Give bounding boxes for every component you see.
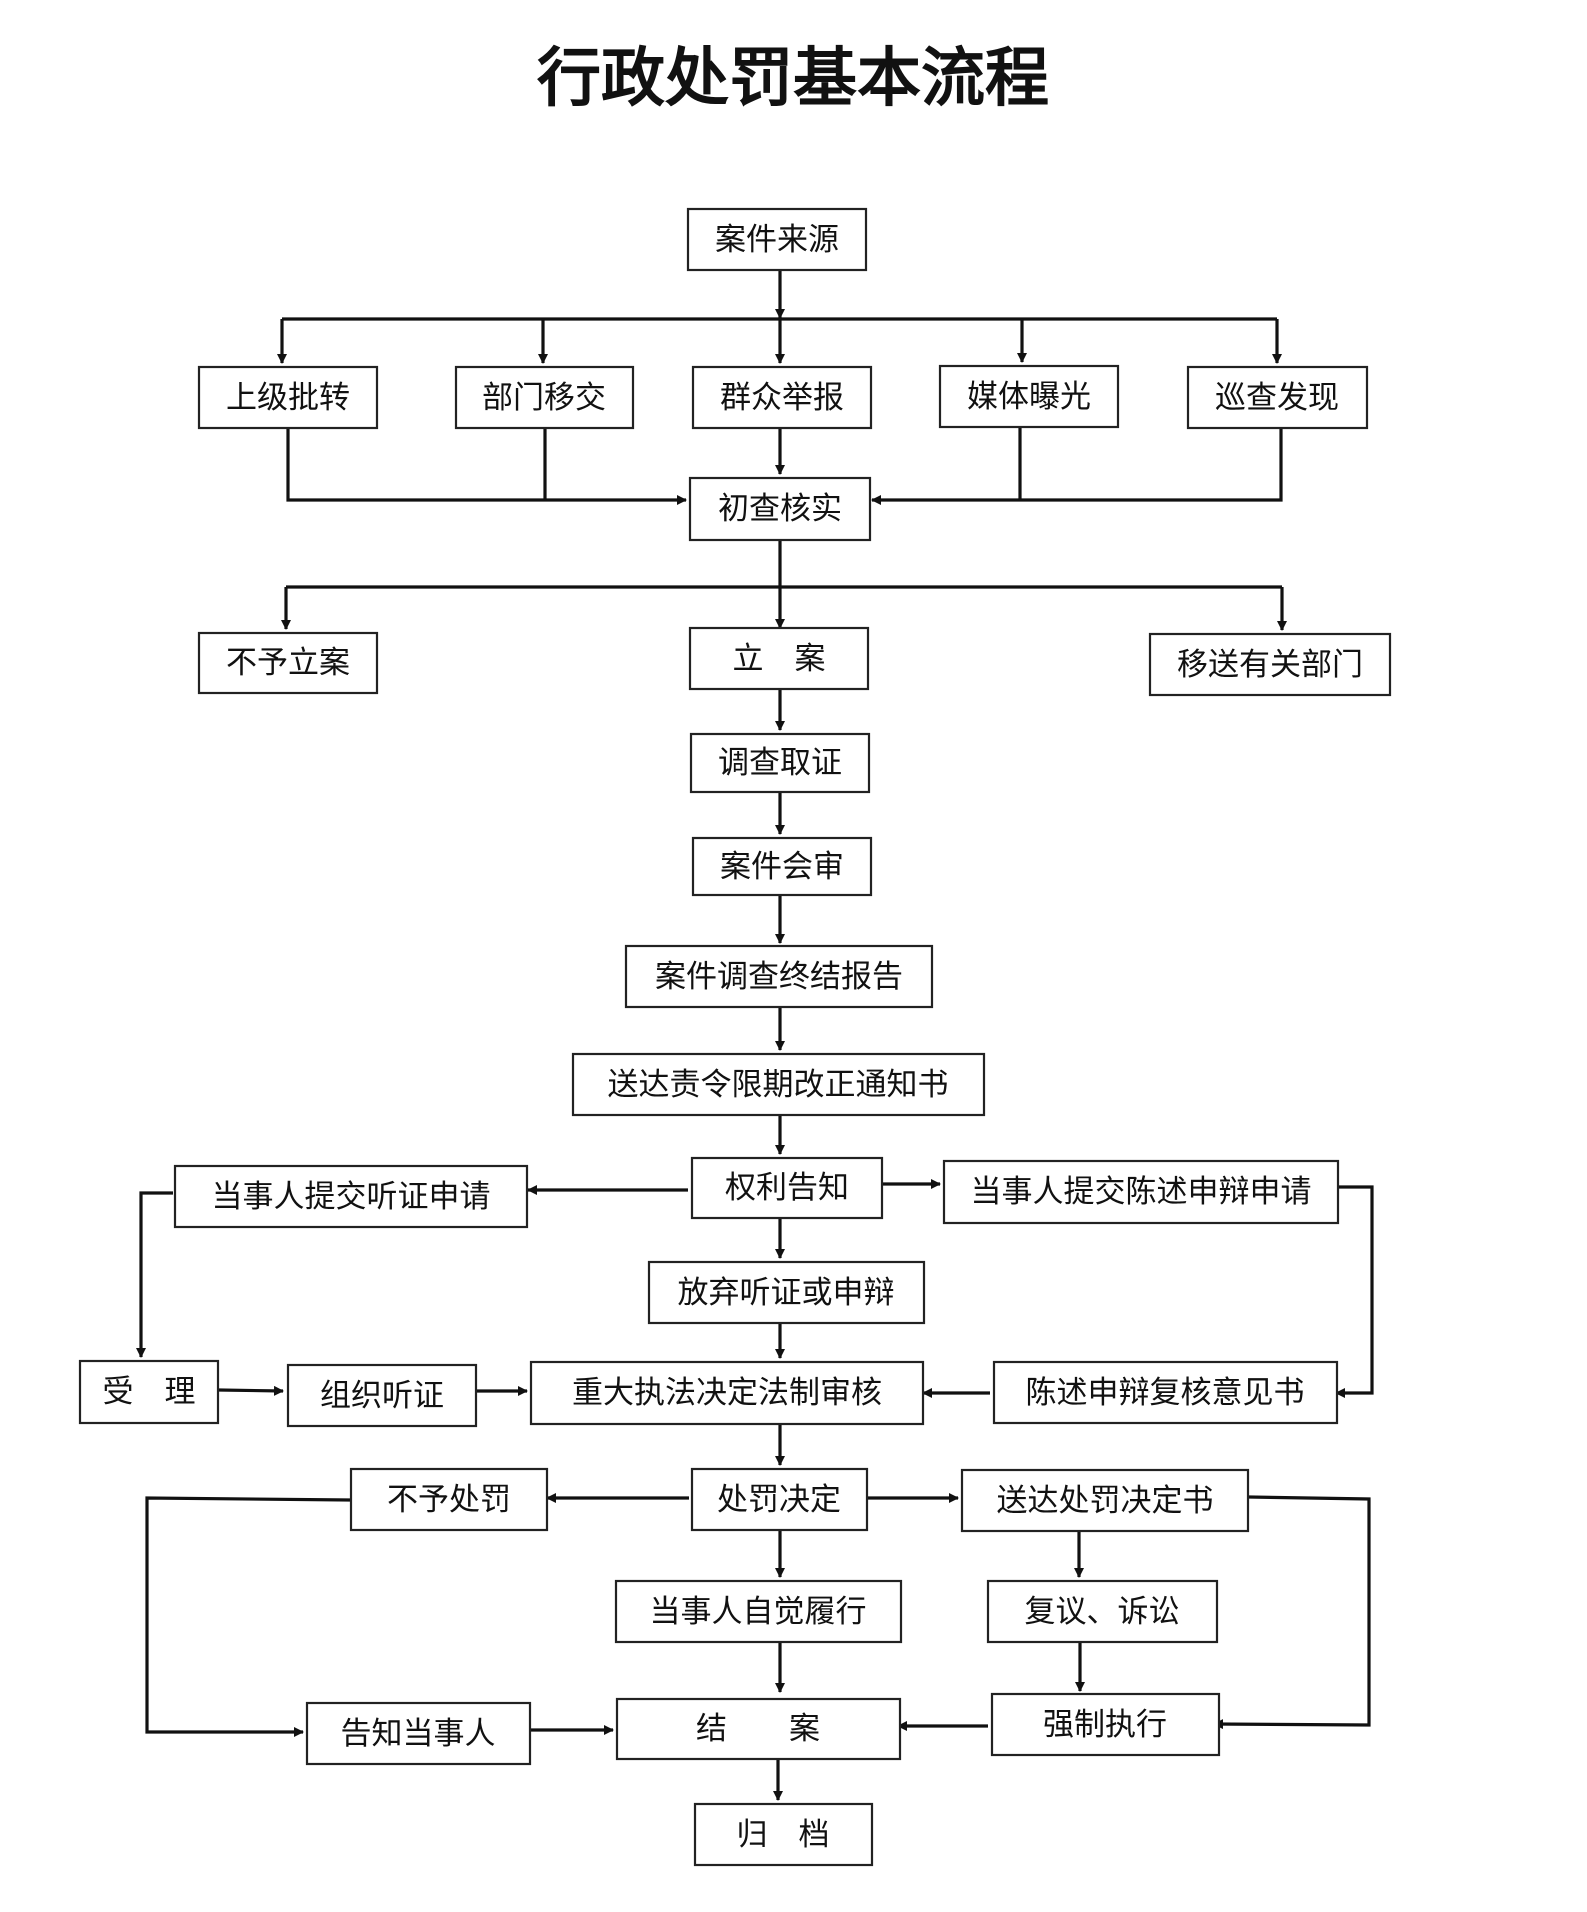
node-file-case-label: 立 案: [733, 641, 826, 677]
node-deliver-decision: 送达处罚决定书: [960, 1468, 1250, 1533]
node-investigate: 调查取证: [689, 732, 871, 794]
node-notify-party: 告知当事人: [305, 1701, 532, 1766]
node-review-label: 案件会审: [720, 849, 844, 885]
page-title: 行政处罚基本流程: [537, 41, 1049, 116]
node-final-report: 案件调查终结报告: [624, 944, 934, 1009]
node-defense-review: 陈述申辩复核意见书: [992, 1360, 1339, 1425]
node-comply-label: 当事人自觉履行: [650, 1594, 867, 1630]
node-rectify-notice: 送达责令限期改正通知书: [571, 1052, 986, 1117]
connector-defense-to-review: [1335, 1185, 1374, 1398]
node-defense-review-label: 陈述申辩复核意见书: [1026, 1375, 1305, 1411]
node-initial-check: 初查核实: [688, 476, 872, 542]
node-no-case: 不予立案: [197, 631, 379, 695]
node-transfer: 移送有关部门: [1148, 632, 1392, 697]
node-no-penalty: 不予处罚: [349, 1467, 549, 1532]
connector-superior-to-check: [286, 428, 687, 505]
node-dept-label: 部门移交: [482, 380, 606, 416]
node-defense-request-label: 当事人提交陈述申辩申请: [971, 1174, 1312, 1210]
connector-accept-to-hearing: [218, 1385, 284, 1396]
node-superior: 上级批转: [197, 365, 379, 430]
flow-nodes: 案件来源 上级批转 部门移交 群众举报 媒体曝光 巡查发现: [78, 207, 1392, 1867]
node-close-case: 结 案: [615, 1697, 902, 1761]
node-rights-notice-label: 权利告知: [725, 1170, 849, 1206]
node-dept: 部门移交: [454, 365, 635, 430]
node-superior-label: 上级批转: [226, 380, 350, 416]
node-patrol-label: 巡查发现: [1215, 380, 1339, 416]
node-report: 群众举报: [691, 365, 873, 430]
node-media-label: 媒体曝光: [967, 379, 1091, 415]
node-report-label: 群众举报: [720, 380, 844, 416]
node-archive-label: 归 档: [737, 1817, 830, 1853]
node-transfer-label: 移送有关部门: [1177, 647, 1363, 683]
node-source: 案件来源: [686, 207, 868, 272]
node-appeal: 复议、诉讼: [986, 1579, 1219, 1644]
node-enforce-label: 强制执行: [1043, 1707, 1167, 1743]
node-notify-party-label: 告知当事人: [341, 1716, 496, 1752]
node-rights-notice: 权利告知: [690, 1156, 884, 1220]
node-defense-request: 当事人提交陈述申辩申请: [942, 1159, 1340, 1225]
node-media: 媒体曝光: [938, 364, 1120, 429]
node-archive: 归 档: [693, 1802, 874, 1867]
node-source-label: 案件来源: [715, 222, 839, 258]
node-deliver-decision-label: 送达处罚决定书: [997, 1483, 1214, 1519]
node-no-case-label: 不予立案: [226, 645, 350, 681]
node-hearing-request: 当事人提交听证申请: [173, 1164, 529, 1229]
node-hold-hearing-label: 组织听证: [320, 1378, 444, 1414]
connector-patrol-to-check: [871, 428, 1283, 505]
connector-hearing-to-accept: [136, 1191, 173, 1358]
node-waive: 放弃听证或申辩: [647, 1260, 926, 1325]
node-no-penalty-label: 不予处罚: [387, 1482, 511, 1518]
connector-deliver-to-enforce: [1213, 1495, 1371, 1730]
node-legal-review: 重大执法决定法制审核: [529, 1360, 925, 1426]
node-accept: 受 理: [78, 1359, 220, 1425]
node-investigate-label: 调查取证: [718, 745, 842, 781]
node-patrol: 巡查发现: [1186, 365, 1369, 430]
node-decision-label: 处罚决定: [717, 1482, 841, 1518]
node-final-report-label: 案件调查终结报告: [655, 959, 903, 995]
node-hearing-request-label: 当事人提交听证申请: [212, 1179, 491, 1215]
connector-no-penalty-to-notify: [145, 1496, 351, 1737]
node-file-case: 立 案: [688, 626, 870, 691]
node-comply: 当事人自觉履行: [614, 1579, 903, 1644]
node-appeal-label: 复议、诉讼: [1025, 1594, 1180, 1630]
node-waive-label: 放弃听证或申辩: [678, 1275, 895, 1311]
node-review: 案件会审: [691, 836, 873, 897]
node-initial-check-label: 初查核实: [718, 491, 842, 527]
node-hold-hearing: 组织听证: [286, 1363, 478, 1428]
node-enforce: 强制执行: [990, 1692, 1221, 1757]
node-decision: 处罚决定: [690, 1467, 869, 1532]
flow-connectors: [136, 270, 1374, 1801]
node-accept-label: 受 理: [103, 1374, 196, 1410]
node-close-case-label: 结 案: [696, 1711, 820, 1747]
node-legal-review-label: 重大执法决定法制审核: [572, 1375, 882, 1411]
node-rectify-notice-label: 送达责令限期改正通知书: [608, 1067, 949, 1103]
